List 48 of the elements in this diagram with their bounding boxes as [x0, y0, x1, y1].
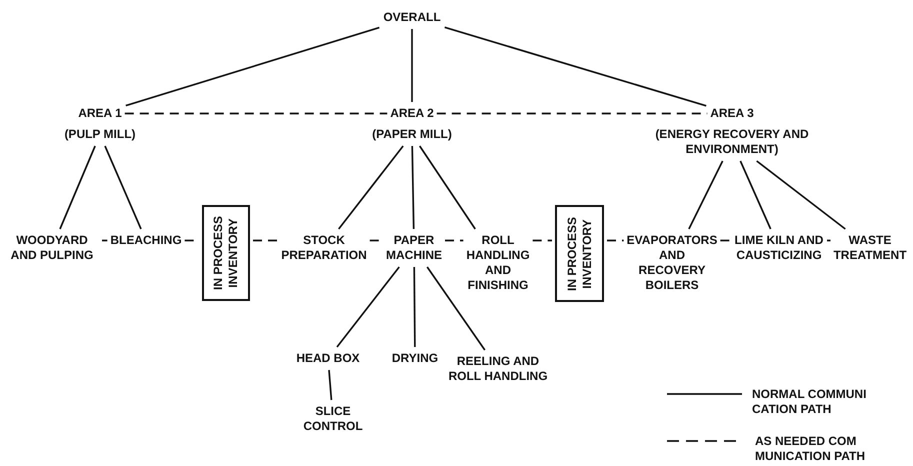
connector-line [426, 266, 486, 350]
node-label: WASTE TREATMENT [833, 233, 907, 263]
node-label: LIME KILN AND CAUSTICIZING [734, 233, 824, 263]
connector-line [336, 266, 400, 348]
node-label: BLEACHING [110, 233, 182, 248]
dashed-connector [532, 240, 552, 242]
node-label: SLICE CONTROL [303, 404, 363, 434]
node-label: OVERALL [383, 10, 441, 25]
dashed-connector [102, 240, 108, 242]
dashed-connector [720, 240, 731, 242]
dashed-connector [827, 240, 830, 242]
connector-line [688, 160, 724, 230]
connector-line [328, 370, 332, 400]
node-label: DRYING [392, 351, 438, 366]
legend-label: AS NEEDED COM MUNICATION PATH [755, 434, 866, 464]
node-label: PAPER MACHINE [386, 233, 442, 263]
box-label: IN PROCESS INVENTORY [564, 216, 594, 293]
box-label: IN PROCESS INVENTORY [211, 215, 241, 292]
legend-label: NORMAL COMMUNI CATION PATH [752, 387, 868, 417]
node-label: STOCK PREPARATION [281, 233, 367, 263]
connector-line [740, 160, 772, 230]
node-label: REELING AND ROLL HANDLING [442, 354, 554, 384]
node-subtitle: (PULP MILL) [64, 127, 136, 142]
dashed-connector [445, 240, 464, 242]
node-label: HEAD BOX [296, 351, 360, 366]
node-label: WOODYARD AND PULPING [5, 233, 99, 263]
connector-line [411, 146, 415, 230]
node-label: EVAPORATORS AND RECOVERY BOILERS [626, 233, 718, 293]
node-label: AREA 3 [710, 106, 754, 121]
connector-line [419, 146, 476, 230]
connector-line [104, 146, 142, 230]
inventory-box [555, 205, 604, 302]
connector-line [411, 29, 413, 102]
node-label: ROLL HANDLING AND FINISHING [466, 233, 530, 293]
connector-line [59, 146, 96, 230]
connector-line [756, 160, 846, 230]
connector-line [126, 26, 380, 106]
node-subtitle: (PAPER MILL) [372, 127, 452, 142]
dashed-connector [607, 240, 624, 242]
connector-line [338, 145, 404, 230]
dashed-connector [253, 240, 278, 242]
node-label: AREA 2 [390, 106, 434, 121]
connector-line [413, 267, 416, 347]
inventory-box [202, 205, 250, 301]
dashed-connector [124, 112, 388, 114]
node-subtitle: (ENERGY RECOVERY AND ENVIRONMENT) [654, 127, 810, 157]
connector-line [444, 26, 706, 107]
node-label: AREA 1 [78, 106, 122, 121]
